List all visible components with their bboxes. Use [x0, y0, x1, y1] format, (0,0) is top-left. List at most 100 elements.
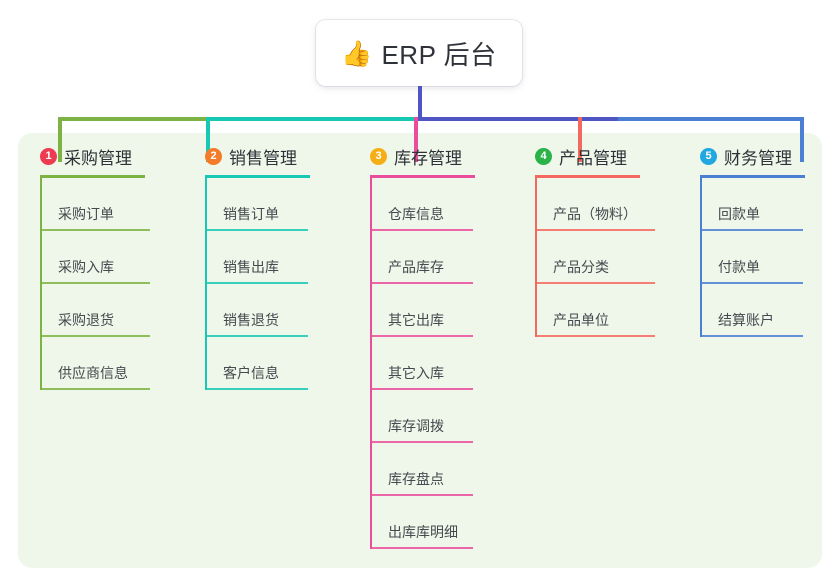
branch-item[interactable]: 库存盘点: [370, 443, 473, 496]
branch-item[interactable]: 产品（物料）: [535, 178, 655, 231]
branch-item-rule: [535, 282, 655, 284]
bus-segment-5: [618, 117, 804, 121]
bus-drop-1: [58, 117, 62, 162]
branch-spine-2: [205, 178, 207, 390]
branch-title-5: 财务管理: [724, 148, 792, 168]
branch-underline-5: [700, 175, 805, 178]
branch-item-label: 回款单: [718, 206, 760, 222]
branch-item[interactable]: 产品库存: [370, 231, 473, 284]
branch-item-label: 客户信息: [223, 365, 279, 381]
branch-item-label: 销售订单: [223, 206, 279, 222]
branch-column-5: 5 财务管理回款单付款单结算账户: [700, 144, 805, 337]
branch-item-rule: [205, 282, 308, 284]
branch-item[interactable]: 供应商信息: [40, 337, 150, 390]
branch-column-4: 4 产品管理产品（物料） 产品分类产品单位: [535, 144, 655, 337]
branch-item-label: 供应商信息: [58, 365, 128, 381]
branch-item-label: 付款单: [718, 259, 760, 275]
root-node-content: 👍 ERP 后台: [341, 35, 496, 72]
branch-underline-2: [205, 175, 310, 178]
branch-title-1: 采购管理: [64, 148, 132, 168]
branch-item-rule: [205, 229, 308, 231]
bus-drop-3: [414, 117, 418, 162]
bus-drop-2: [206, 117, 210, 162]
branch-item-rule: [370, 388, 473, 390]
branch-header-1[interactable]: 1 采购管理: [40, 144, 132, 168]
branch-column-1: 1 采购管理采购订单采购入库采购退货供应商信息: [40, 144, 150, 390]
branch-item-label: 仓库信息: [388, 206, 444, 222]
branch-item-rule: [535, 335, 655, 337]
branch-header-4[interactable]: 4 产品管理: [535, 144, 627, 168]
branch-item[interactable]: 结算账户: [700, 284, 803, 337]
branch-item[interactable]: 其它入库: [370, 337, 473, 390]
branch-underline-3: [370, 175, 475, 178]
branch-item-rule: [205, 335, 308, 337]
branch-item-rule: [40, 388, 150, 390]
branch-underline-4: [535, 175, 640, 178]
branch-underline-1: [40, 175, 145, 178]
branch-badge-5: 5: [700, 147, 717, 165]
branch-item[interactable]: 销售退货: [205, 284, 308, 337]
bus-segment-1: [60, 117, 210, 121]
branch-item[interactable]: 采购订单: [40, 178, 150, 231]
branch-item-rule: [370, 494, 473, 496]
branch-item[interactable]: 其它出库: [370, 284, 473, 337]
branch-item[interactable]: 客户信息: [205, 337, 308, 390]
branch-item[interactable]: 销售订单: [205, 178, 308, 231]
branch-item-rule: [40, 335, 150, 337]
branch-item[interactable]: 付款单: [700, 231, 803, 284]
branch-item-rule: [370, 547, 473, 549]
branch-item[interactable]: 仓库信息: [370, 178, 473, 231]
branch-item-label: 库存调拨: [388, 418, 444, 434]
branch-item[interactable]: 采购退货: [40, 284, 150, 337]
branch-item-label: 产品（物料）: [553, 206, 637, 222]
branch-badge-3: 3: [370, 147, 387, 165]
branch-item-rule: [40, 282, 150, 284]
branch-spine-1: [40, 178, 42, 390]
branch-item[interactable]: 产品分类: [535, 231, 655, 284]
bus-drop-4: [578, 117, 582, 162]
branch-header-3[interactable]: 3 库存管理: [370, 144, 462, 168]
branch-badge-4: 4: [535, 147, 552, 165]
bus-drop-5: [800, 117, 804, 162]
branch-item-rule: [205, 388, 308, 390]
branch-spine-5: [700, 178, 702, 337]
branch-header-5[interactable]: 5 财务管理: [700, 144, 792, 168]
branch-item-label: 采购订单: [58, 206, 114, 222]
branch-spine-4: [535, 178, 537, 337]
branch-item[interactable]: 销售出库: [205, 231, 308, 284]
branch-item-label: 销售退货: [223, 312, 279, 328]
branch-item-label: 产品单位: [553, 312, 609, 328]
branch-item[interactable]: 库存调拨: [370, 390, 473, 443]
thumbs-up-icon: 👍: [341, 38, 373, 68]
branch-item[interactable]: 采购入库: [40, 231, 150, 284]
branch-spine-3: [370, 178, 372, 549]
branch-item-rule: [700, 282, 803, 284]
root-node-erp[interactable]: 👍 ERP 后台: [316, 20, 522, 86]
branch-item-rule: [370, 335, 473, 337]
branch-item-rule: [700, 229, 803, 231]
branch-title-3: 库存管理: [394, 148, 462, 168]
branch-item-rule: [40, 229, 150, 231]
branch-item-label: 销售出库: [223, 259, 279, 275]
branch-item-rule: [370, 441, 473, 443]
bus-segment-2: [208, 117, 416, 121]
branch-column-3: 3 库存管理仓库信息产品库存其它出库其它入库库存调拨库存盘点出库库明细: [370, 144, 475, 549]
branch-title-4: 产品管理: [559, 148, 627, 168]
branch-item-label: 产品分类: [553, 259, 609, 275]
root-stem-connector: [418, 86, 422, 119]
branch-badge-1: 1: [40, 147, 57, 165]
branch-item-label: 采购入库: [58, 259, 114, 275]
branch-item-rule: [535, 229, 655, 231]
branch-item-label: 库存盘点: [388, 471, 444, 487]
branch-item[interactable]: 回款单: [700, 178, 803, 231]
branch-item-label: 出库库明细: [388, 524, 458, 540]
root-node-title: ERP 后台: [381, 39, 497, 70]
branch-item-label: 其它出库: [388, 312, 444, 328]
branch-item[interactable]: 出库库明细: [370, 496, 473, 549]
branch-item[interactable]: 产品单位: [535, 284, 655, 337]
branch-item-rule: [370, 282, 473, 284]
branch-item-rule: [700, 335, 803, 337]
branch-item-label: 其它入库: [388, 365, 444, 381]
